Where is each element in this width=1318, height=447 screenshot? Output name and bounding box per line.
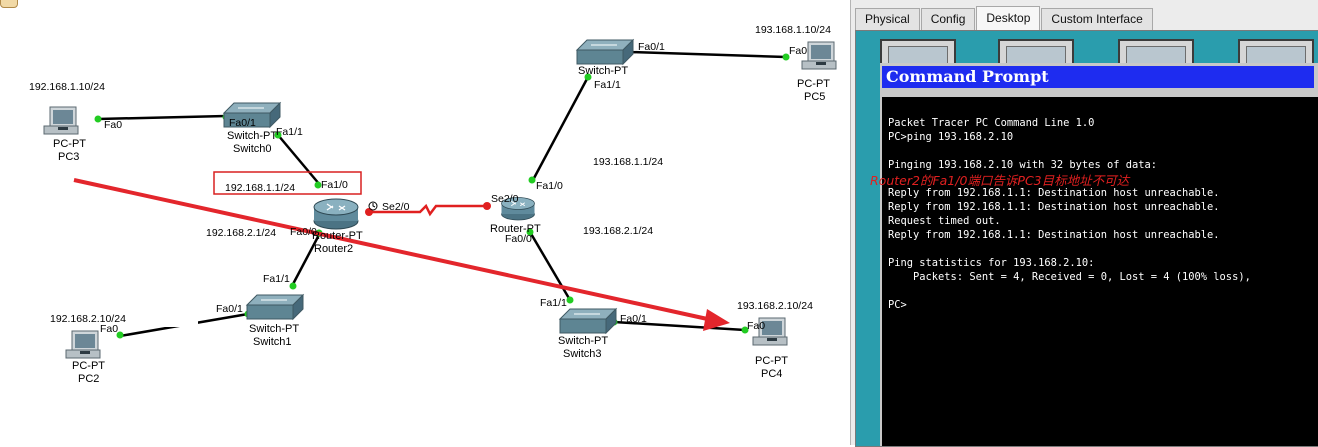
console-line	[888, 242, 1251, 256]
pc5-model: PC-PT	[797, 78, 830, 90]
switch0-port-b: Fa1/1	[276, 126, 303, 138]
switch3-name: Switch3	[563, 348, 602, 360]
label-mask	[48, 320, 198, 327]
pc2-model: PC-PT	[72, 360, 105, 372]
console-line: Pinging 193.168.2.10 with 32 bytes of da…	[888, 159, 1157, 171]
command-prompt-window[interactable]: Command Prompt Packet Tracer PC Command …	[880, 63, 1318, 446]
pc3-ip: 192.168.1.10/24	[29, 81, 105, 93]
pc4-name: PC4	[761, 368, 782, 380]
router-right-fa0-ip: 193.168.2.1/24	[583, 225, 653, 237]
tab-desktop[interactable]: Desktop	[976, 6, 1041, 32]
pc2-icon[interactable]	[65, 330, 101, 359]
serial-port-dot	[365, 208, 373, 216]
router2-se-port: Se2/0	[382, 201, 410, 213]
console-line: Packets: Sent = 4, Received = 0, Lost = …	[888, 271, 1251, 283]
switch2-icon[interactable]	[576, 39, 634, 65]
pc3-icon[interactable]	[43, 106, 79, 135]
router2-fa0-port: Fa0/0	[290, 226, 317, 238]
console-line: Request timed out.	[888, 215, 1001, 227]
link-switch0-router2	[277, 134, 321, 186]
pc2-name: PC2	[78, 373, 99, 385]
switch3-model: Switch-PT	[558, 335, 608, 347]
switch2-port-b: Fa1/1	[594, 79, 621, 91]
console-line: Reply from 192.168.1.1: Destination host…	[888, 229, 1220, 241]
switch3-icon[interactable]	[559, 308, 617, 334]
console-line	[888, 172, 1251, 186]
pc2-port: Fa0	[100, 323, 118, 335]
console-line	[888, 144, 1251, 158]
router2-fa1-ip: 192.168.1.1/24	[225, 182, 295, 194]
console-line: Ping statistics for 193.168.2.10:	[888, 257, 1095, 269]
switch1-icon[interactable]	[246, 294, 304, 320]
switch3-port-a: Fa1/1	[540, 297, 567, 309]
console-line: Reply from 192.168.1.1: Destination host…	[888, 201, 1220, 213]
highlight-box	[213, 171, 362, 195]
tab-bar: Physical Config Desktop Custom Interface	[855, 6, 1154, 32]
console-line: Packet Tracer PC Command Line 1.0	[888, 117, 1095, 129]
switch1-port-a: Fa1/1	[263, 273, 290, 285]
switch2-port-a: Fa0/1	[638, 41, 665, 53]
red-arrow	[73, 178, 730, 331]
pc3-model: PC-PT	[53, 138, 86, 150]
pc5-port: Fa0	[789, 45, 807, 57]
console-line	[888, 284, 1251, 298]
switch1-model: Switch-PT	[249, 323, 299, 335]
serial-link	[369, 203, 486, 217]
links	[97, 50, 787, 338]
pc4-model: PC-PT	[755, 355, 788, 367]
console-line: PC>ping 193.168.2.10	[888, 131, 1014, 143]
switch0-port-a: Fa0/1	[229, 117, 256, 129]
switch0-model: Switch-PT	[227, 130, 277, 142]
router2-fa0-ip: 192.168.2.1/24	[206, 227, 276, 239]
link-switch3-pc4	[613, 320, 746, 332]
tab-physical[interactable]: Physical	[855, 8, 920, 31]
tab-config[interactable]: Config	[920, 8, 976, 31]
link-pc3-switch0	[97, 114, 227, 121]
router2-icon[interactable]	[313, 198, 359, 230]
pc5-icon[interactable]	[801, 41, 837, 70]
router-right-fa1-port: Fa1/0	[536, 180, 563, 192]
router-right-fa0-port: Fa0/0	[505, 233, 532, 245]
router2-fa1-port: Fa1/0	[321, 179, 348, 191]
corner-tab[interactable]	[0, 0, 18, 8]
pc3-name: PC3	[58, 151, 79, 163]
switch2-model: Switch-PT	[578, 65, 628, 77]
switch0-name: Switch0	[233, 143, 272, 155]
switch3-port-b: Fa0/1	[620, 313, 647, 325]
device-config-panel: Physical Config Desktop Custom Interface…	[850, 0, 1318, 447]
console-line: Reply from 192.168.1.1: Destination host…	[888, 187, 1220, 199]
router2-name: Router2	[314, 243, 353, 255]
pc5-ip: 193.168.1.10/24	[755, 24, 831, 36]
clock-icon	[368, 201, 378, 211]
pc2-ip: 192.168.2.10/24	[50, 313, 126, 325]
link-router2-switch1	[290, 232, 322, 287]
router2-model: Router-PT	[312, 230, 363, 242]
network-topology-canvas[interactable]: 192.168.1.10/24 Fa0 PC-PT PC3 Fa0/1 Swit…	[0, 0, 850, 445]
pc4-ip: 193.168.2.10/24	[737, 300, 813, 312]
router-right-se-port: Se2/0	[491, 193, 519, 205]
switch1-port-b: Fa0/1	[216, 303, 243, 315]
console-line: PC>	[888, 299, 907, 311]
tab-custom-interface[interactable]: Custom Interface	[1041, 8, 1153, 31]
serial-port-dot-b	[483, 202, 491, 210]
link-switch2-pc5	[629, 50, 787, 59]
router-right-fa1-ip: 193.168.1.1/24	[593, 156, 663, 168]
pc3-port: Fa0	[104, 119, 122, 131]
pc5-name: PC5	[804, 91, 825, 103]
link-router-switch3	[528, 231, 572, 301]
switch1-name: Switch1	[253, 336, 292, 348]
desktop-area: Command Prompt Packet Tracer PC Command …	[855, 30, 1318, 447]
pc4-port: Fa0	[747, 320, 765, 332]
port-dots	[94, 48, 790, 339]
link-router-switch2	[531, 76, 590, 181]
command-prompt-title: Command Prompt	[882, 66, 1314, 88]
router-right-model: Router-PT	[490, 223, 541, 235]
